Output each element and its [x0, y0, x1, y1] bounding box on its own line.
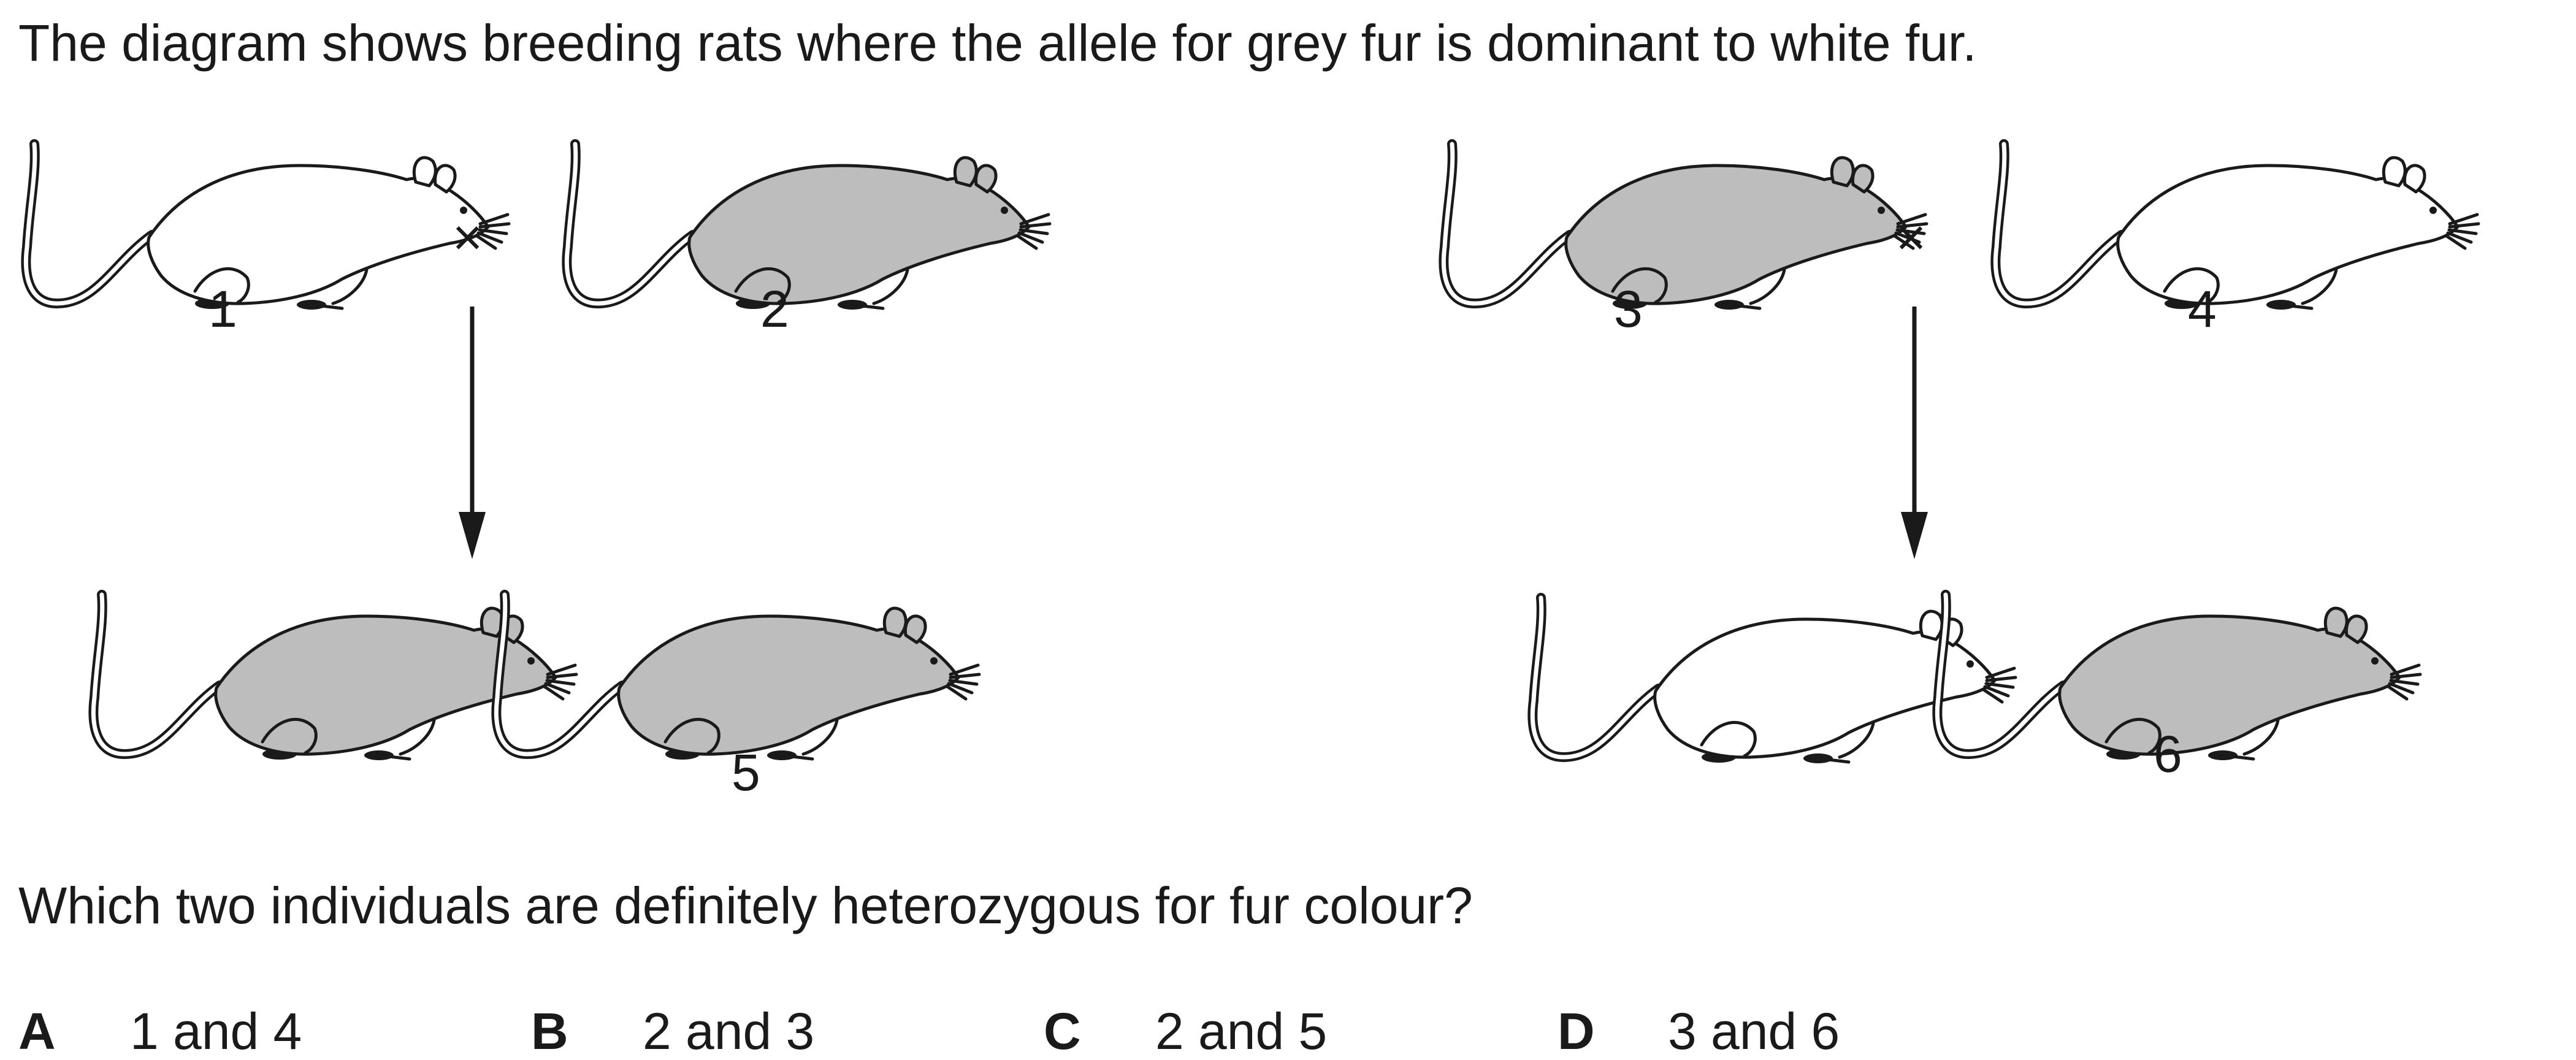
- arrowhead-cross-2: [1901, 512, 1928, 559]
- cross-symbol-1: ×: [453, 208, 483, 266]
- rat-2-grey: [567, 144, 1050, 310]
- label-rat-3: 3: [1614, 280, 1643, 338]
- rat-3-grey: [1443, 144, 1927, 310]
- label-rat-4: 4: [2188, 280, 2217, 338]
- label-rat-6: 6: [2154, 725, 2182, 783]
- label-rat-5: 5: [732, 744, 760, 801]
- rat-4-white: [1995, 144, 2479, 310]
- option-text: 2 and 5: [1155, 1002, 1328, 1060]
- rat-1-white: [26, 144, 509, 310]
- option-letter: D: [1557, 1002, 1595, 1060]
- arrowhead-cross-1: [459, 512, 486, 559]
- option-letter: B: [531, 1002, 568, 1060]
- rat-5-grey: [496, 595, 979, 760]
- option-letter: A: [18, 1002, 56, 1060]
- question-text: Which two individuals are definitely het…: [18, 877, 1473, 934]
- intro-text: The diagram shows breeding rats where th…: [18, 14, 1977, 72]
- cross-symbol-2: ×: [1896, 208, 1927, 266]
- label-rat-2: 2: [760, 280, 789, 338]
- option-text: 3 and 6: [1668, 1002, 1840, 1060]
- label-rat-1: 1: [208, 280, 237, 338]
- option-text: 2 and 3: [643, 1002, 815, 1060]
- option-letter: C: [1044, 1002, 1081, 1060]
- option-text: 1 and 4: [130, 1002, 302, 1060]
